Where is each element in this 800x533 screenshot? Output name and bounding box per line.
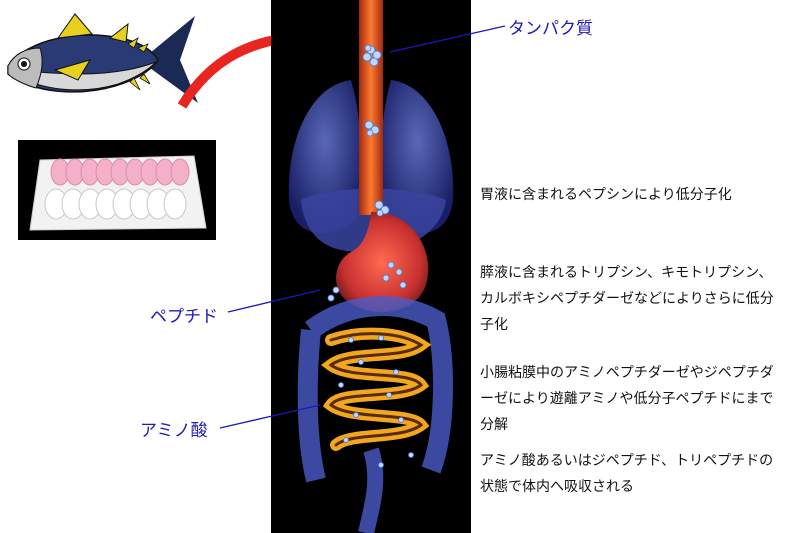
description-absorption: アミノ酸あるいはジペプチド、トリペプチドの状態で体内へ吸収される xyxy=(480,453,774,495)
digestive-system-panel xyxy=(271,0,471,533)
peptide-leader-line xyxy=(227,289,321,313)
protein-leader-line xyxy=(389,25,506,53)
pink-tablet xyxy=(170,158,190,186)
amino-acid-leader-line xyxy=(219,404,321,429)
amino-acid-label: アミノ酸 xyxy=(140,421,208,441)
description-pancreas: 膵液に含まれるトリプシン、キモトリプシン、カルボキシペプチダーゼなどによりさらに… xyxy=(480,265,774,333)
description-small-intestine: 小腸粘膜中のアミノペプチダーゼやジペプチダーゼにより遊離アミノや低分子ペプチドに… xyxy=(480,365,774,433)
tuna-icon xyxy=(7,13,198,103)
peptide-label: ペプチド xyxy=(150,307,218,327)
description-stomach: 胃液に含まれるペプシンにより低分子化 xyxy=(480,187,732,203)
white-tablet xyxy=(163,188,187,220)
protein-label: タンパク質 xyxy=(508,19,593,39)
tablet-blister-pack-icon xyxy=(18,140,216,240)
